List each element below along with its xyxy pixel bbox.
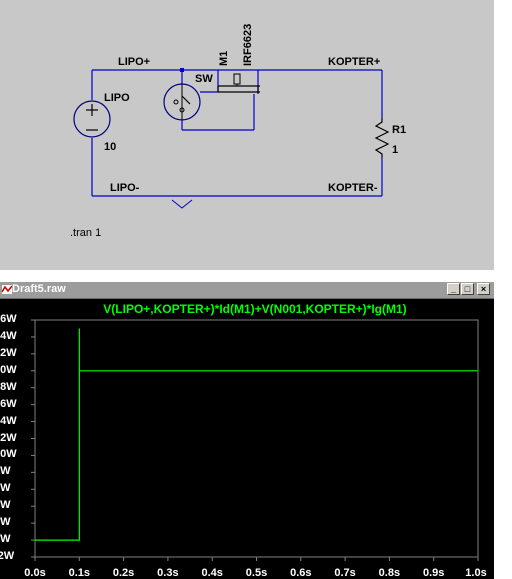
y-tick-label: 6W [0,482,11,495]
switch-symbol[interactable] [160,80,204,124]
schematic-editor[interactable]: LIPO+ KOPTER+ LIPO- KOPTER- LIPO 10 SW M… [0,0,494,270]
plot-frame [34,319,479,558]
mosfet-name-label: M1 [218,50,230,66]
y-tick-label: 12W [0,431,17,444]
spice-directive[interactable]: .tran 1 [70,227,102,239]
net-label-kopter-minus: KOPTER- [328,182,378,194]
voltage-source-symbol[interactable] [72,97,112,141]
x-tick-label: 0.4s [201,567,223,579]
trace-expression-label[interactable]: V(LIPO+,KOPTER+)*Id(M1)+V(N001,KOPTER+)*… [103,302,407,316]
x-tick-label: 0.3s [157,567,179,579]
x-tick-label: 0.7s [334,567,356,579]
net-label-kopter-plus: KOPTER+ [328,56,381,68]
y-tick-label: 22W [0,346,17,359]
resistor-symbol[interactable] [372,116,392,160]
waveform-titlebar[interactable]: Draft5.raw _ □ × [0,282,494,299]
net-label-lipo-minus: LIPO- [110,182,140,194]
x-tick-label: 0.8s [378,567,401,579]
x-tick-label: 0.6s [290,567,312,579]
waveform-window-title: Draft5.raw [12,283,66,295]
series-line-0 [35,328,478,541]
y-tick-label: 0W [0,533,11,546]
x-tick-label: 0.5s [245,567,268,579]
waveform-plot[interactable]: V(LIPO+,KOPTER+)*Id(M1)+V(N001,KOPTER+)*… [0,299,494,579]
mosfet-symbol[interactable] [214,72,264,102]
switch-name-label: SW [195,73,213,85]
net-label-lipo-plus: LIPO+ [118,56,151,68]
close-button[interactable]: × [477,283,490,295]
y-tick-label: 24W [0,329,17,342]
waveform-app-icon [2,285,12,294]
y-tick-label: 10W [0,448,17,461]
x-tick-label: 1.0s [465,567,487,579]
source-value-label: 10 [104,141,117,153]
source-name-label: LIPO [104,92,130,104]
maximize-button[interactable]: □ [461,283,474,295]
x-tick-label: 0.2s [112,567,135,579]
y-tick-label: 16W [0,397,17,410]
y-tick-label: 18W [0,380,17,393]
minimize-button[interactable]: _ [447,283,460,295]
window-gap [0,270,494,282]
resistor-name-label: R1 [392,124,407,136]
plot-canvas [31,319,479,561]
x-tick-label: 0.0s [24,567,46,579]
y-tick-label: 4W [0,499,11,512]
mosfet-model-label: IRF6623 [242,23,254,66]
y-tick-label: 26W [0,313,17,325]
x-tick-label: 0.9s [422,567,445,579]
y-tick-label: -2W [0,550,15,562]
y-tick-label: 2W [0,516,11,529]
window-edge [494,0,512,270]
resistor-value-label: 1 [392,144,399,156]
y-tick-label: 8W [0,465,11,478]
y-tick-label: 14W [0,414,17,427]
y-tick-label: 20W [0,363,17,376]
x-tick-label: 0.1s [68,567,91,579]
waveform-window[interactable]: Draft5.raw _ □ × V(LIPO+,KOPTER+)*Id(M1)… [0,282,494,579]
